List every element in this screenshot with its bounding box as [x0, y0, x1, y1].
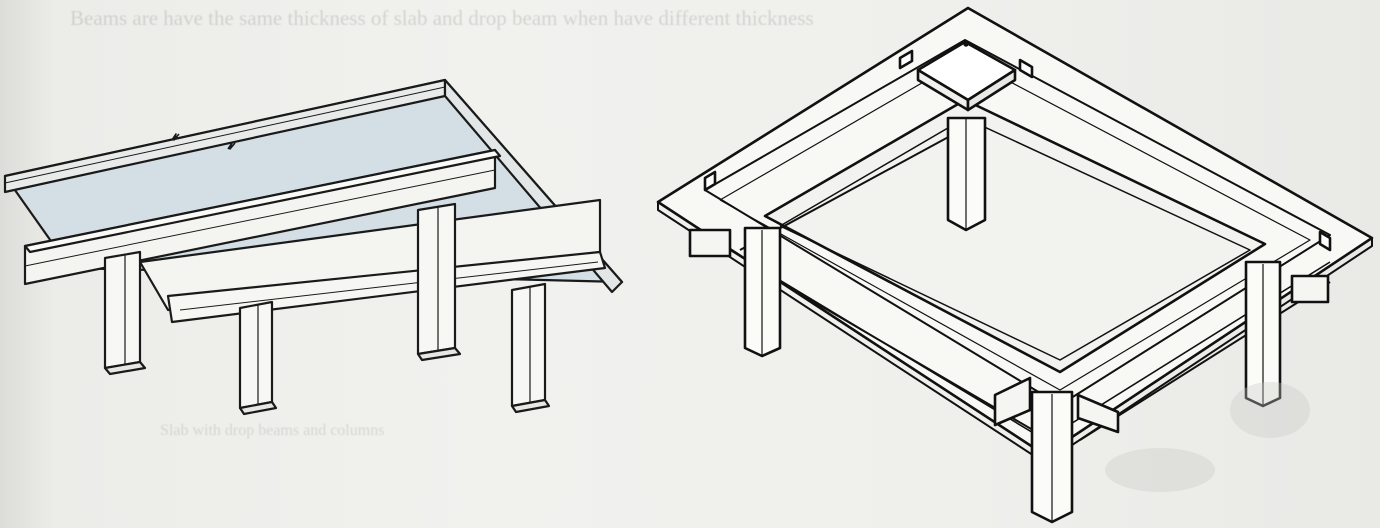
notch: [703, 170, 717, 192]
bleed-through-caption: Slab with drop beams and columns: [160, 422, 385, 439]
column-right: [1244, 260, 1330, 408]
bleed-through-text: Beams are have the same thickness of sla…: [70, 6, 814, 30]
notch: [1018, 58, 1034, 79]
notch: [898, 49, 914, 70]
right-figure-frame: [656, 6, 1374, 524]
notch: [1318, 230, 1332, 252]
column: [510, 282, 551, 414]
bleed-through-shapes: [1105, 382, 1310, 492]
beam-edge: [704, 39, 1331, 406]
break-mark: [227, 142, 236, 150]
column-top: [916, 40, 1017, 232]
beam-edge: [719, 57, 1311, 391]
column: [238, 300, 278, 416]
column-left: [688, 226, 782, 358]
column: [416, 202, 462, 362]
column-front: [993, 376, 1120, 524]
drop-beam: [1079, 281, 1331, 441]
left-figure-slab: [3, 78, 624, 416]
break-mark: [171, 133, 180, 141]
column: [103, 250, 147, 376]
